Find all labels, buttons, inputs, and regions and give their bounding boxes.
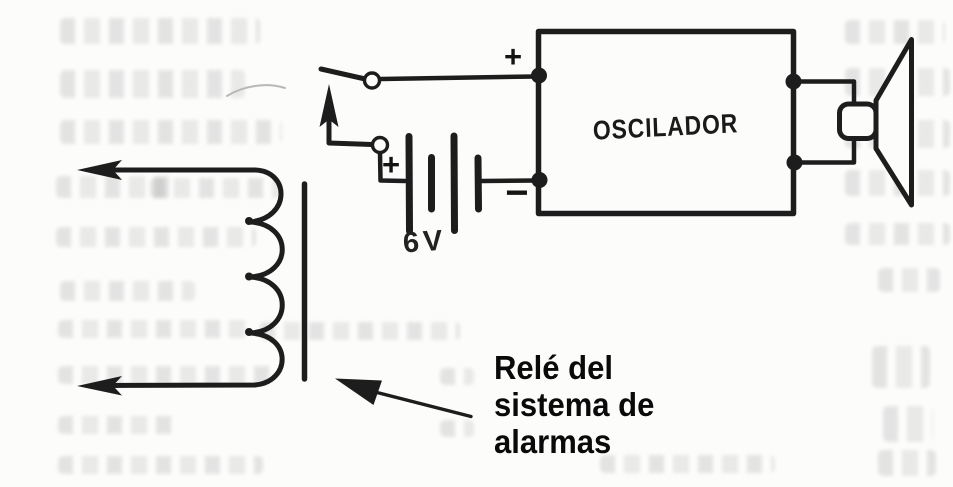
battery-minus-sign: − [505,171,529,215]
battery-plate-long [450,132,458,234]
relay-actuation-arrow-head [319,84,339,127]
switch-lever [318,66,366,81]
battery-voltage-label: 6V [401,224,448,260]
junction-dot [531,67,547,84]
scan-artifact [600,455,775,473]
scan-artifact [440,368,474,385]
pencil-mark [226,84,286,97]
scan-artifact [150,178,280,198]
junction-dot [531,172,548,188]
relay-caption-line1: Relé del [494,349,613,386]
scan-artifact [845,20,945,44]
scan-artifact [883,406,933,442]
junction-dot [785,73,802,90]
relay-caption: Relé del sistema de alarmas [494,349,654,460]
scan-artifact [58,416,178,434]
scan-artifact [60,120,282,144]
switch-contact-b [370,135,390,155]
wire-oscillator-to-speaker-top [797,79,857,107]
relay-caption-line2: sistema de [494,386,655,423]
battery-plus-sign: + [381,147,401,182]
scan-artifact [60,281,195,301]
scan-artifact [872,346,930,388]
relay-coil [103,167,285,388]
coil-arrow-top [77,160,122,180]
scan-artifact [878,450,936,476]
wire-switch-to-oscillator [376,74,538,82]
scan-artifact [60,70,245,98]
scan-artifact [260,322,460,340]
relay-caption-line3: alarmas [494,423,612,460]
oscillator-supply-plus-sign: + [503,39,523,74]
coil-turn-hook [245,328,253,336]
coil-turn-hook [245,272,253,281]
battery-plate-short [474,154,482,213]
wire-battery-to-oscillator [479,178,539,184]
relay-actuation-arrow-shaft [326,114,375,147]
switch-contact-a [362,71,382,90]
speaker-driver [837,101,879,141]
scan-artifact [440,420,474,437]
scan-artifact [878,268,940,292]
caption-arrow-head [335,378,382,405]
speaker-cone [873,37,914,208]
battery-plate-long [405,133,413,235]
scan-artifact [58,456,263,474]
scan-artifact [56,176,176,198]
coil-arrow-bottom [77,376,122,396]
coil-turn-hook [245,217,253,225]
wire-oscillator-to-speaker-bottom [799,136,857,165]
oscillator-box [535,28,797,217]
scan-artifact [60,18,260,44]
scan-artifact [845,223,950,245]
scan-artifact [56,227,256,247]
junction-dot [786,154,803,171]
scan-artifact [58,320,248,338]
caption-arrow-shaft [375,390,473,419]
wire-switch-to-battery [377,150,408,184]
